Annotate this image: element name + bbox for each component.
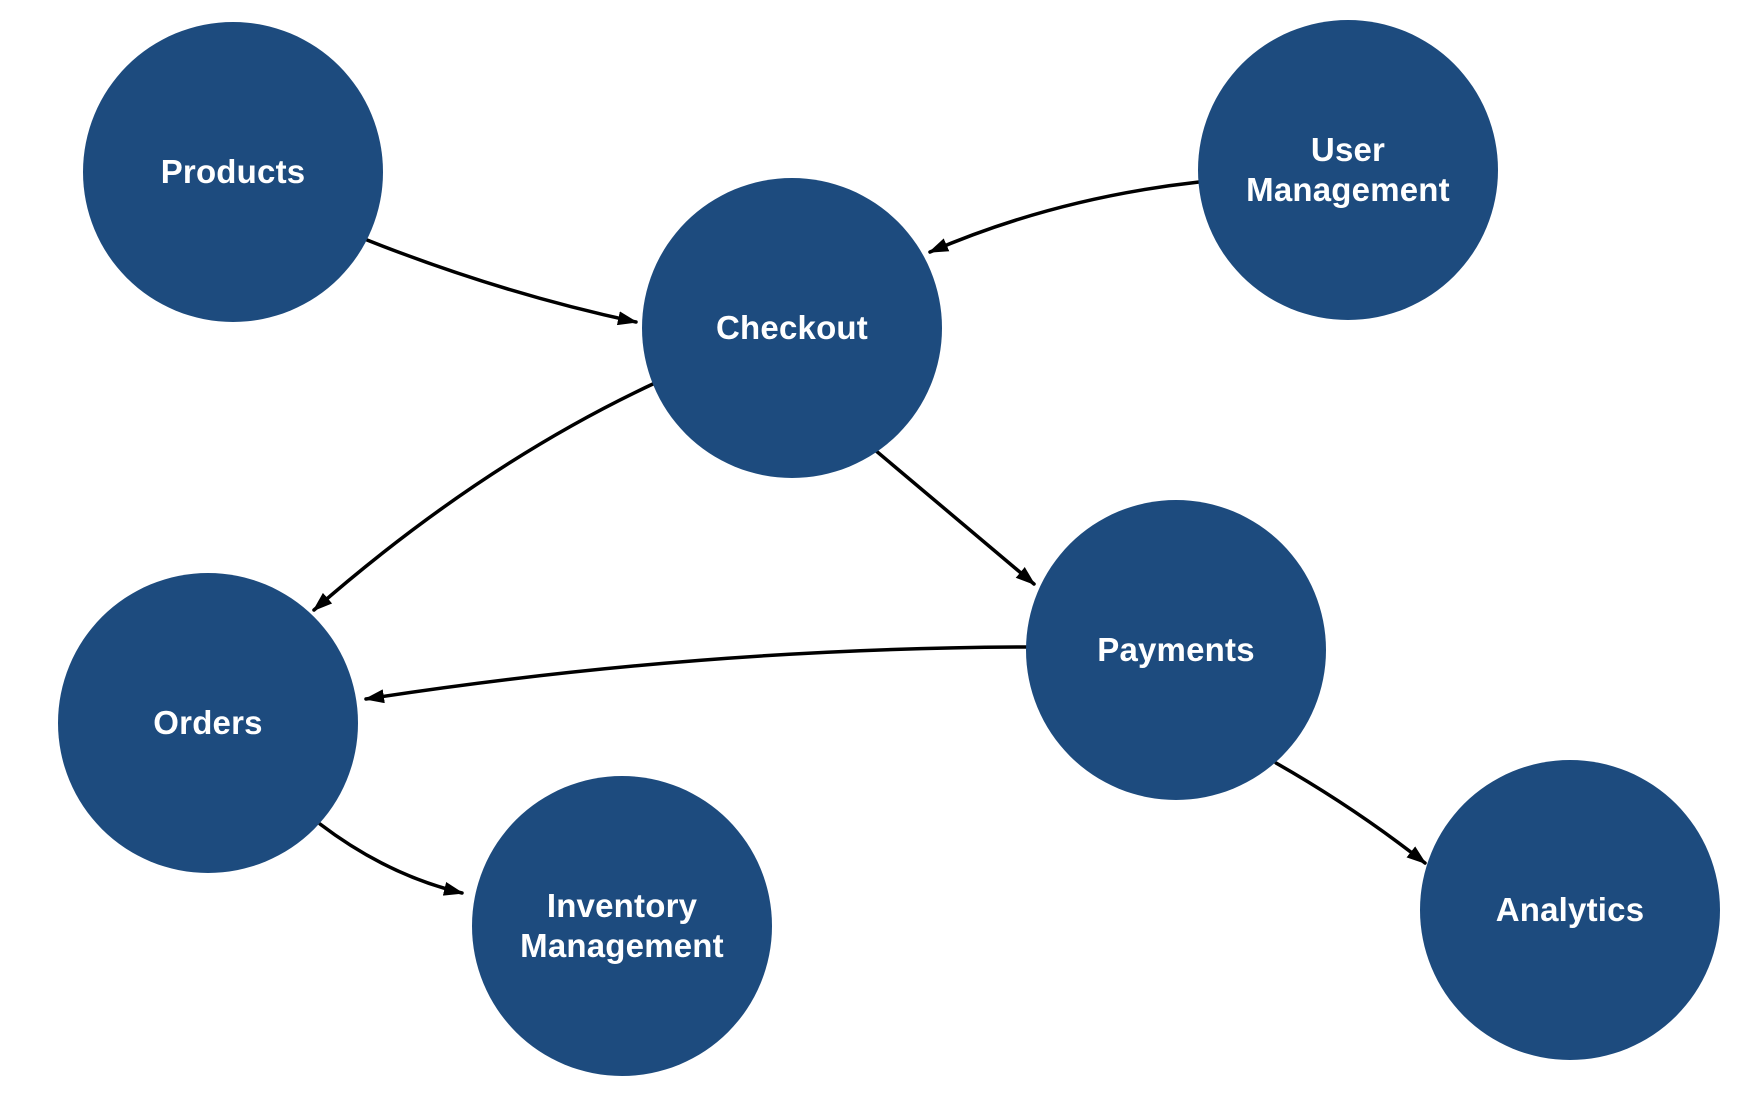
node-checkout[interactable]: Checkout <box>642 178 942 478</box>
node-label-analytics: Analytics <box>1495 890 1645 928</box>
edge-payments-orders <box>364 645 1030 704</box>
edge-checkout-orders <box>312 381 657 612</box>
node-label-checkout: Checkout <box>716 308 868 346</box>
edge-checkout-payments <box>873 448 1036 586</box>
node-label-orders: Orders <box>153 703 263 741</box>
node-label-inventory-management: Inventory Management <box>520 886 724 964</box>
node-products[interactable]: Products <box>83 22 383 322</box>
node-label-user-management: User Management <box>1246 130 1450 208</box>
edge-user-management-checkout <box>928 180 1201 254</box>
node-label-payments: Payments <box>1097 630 1255 668</box>
node-orders[interactable]: Orders <box>58 573 358 873</box>
node-payments[interactable]: Payments <box>1026 500 1326 800</box>
node-inventory-management[interactable]: Inventory Management <box>472 776 772 1076</box>
edge-products-checkout <box>360 236 638 326</box>
edge-orders-inventory-management <box>318 822 464 896</box>
node-user-management[interactable]: User Management <box>1198 20 1498 320</box>
node-analytics[interactable]: Analytics <box>1420 760 1720 1060</box>
node-label-products: Products <box>160 152 306 190</box>
edge-payments-analytics <box>1274 761 1427 865</box>
